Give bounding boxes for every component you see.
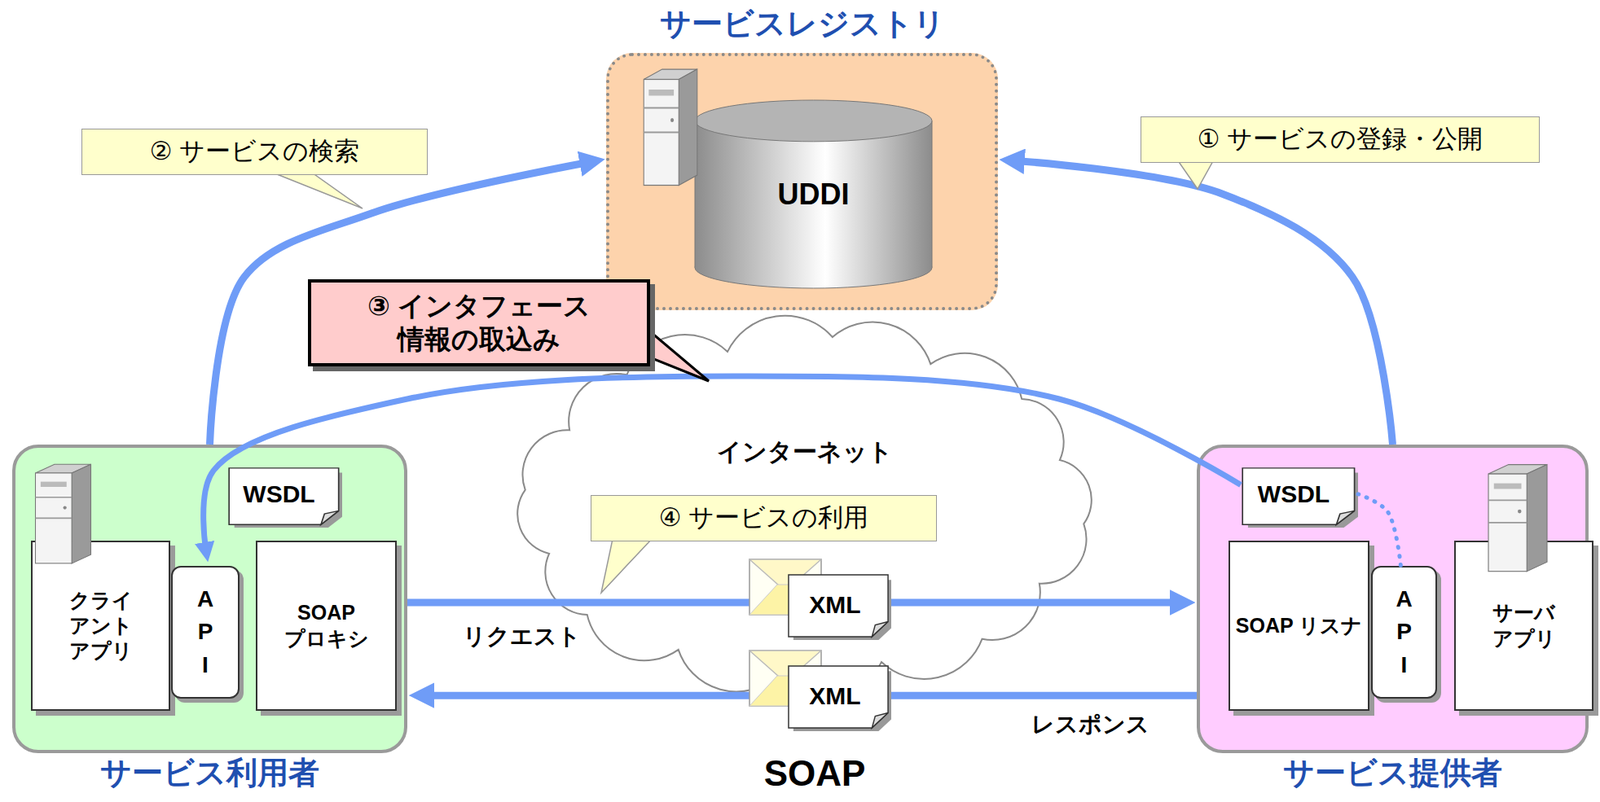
panel-heading: サービス提供者 [1283, 755, 1503, 793]
panel-heading: サービス利用者 [100, 755, 320, 793]
process-box: SOAP プロキシ [255, 540, 397, 712]
message-label: XML [808, 682, 861, 711]
step-callout: ② サービスの検索 [81, 128, 428, 176]
message-label: XML [808, 591, 861, 620]
provider-panel: サービス提供者WSDLSOAP リスナA P Iサーバ アプリ [1196, 444, 1589, 754]
consumer-panel: サービス利用者WSDLクライ アント アプリA P ISOAP プロキシ [12, 444, 408, 754]
node-text: A P I [193, 583, 217, 683]
wsdl-document: WSDL [227, 466, 343, 528]
protocol-label: SOAP [764, 753, 866, 795]
node-text: UDDI [778, 177, 850, 212]
node-text: WSDL [1257, 480, 1330, 509]
process-box: サーバ アプリ [1454, 540, 1594, 712]
node-text: SOAP リスナ [1230, 608, 1368, 644]
database-cylinder: UDDI [694, 100, 933, 289]
node-text: A P I [1393, 583, 1416, 683]
node-text: サーバ アプリ [1455, 595, 1592, 657]
node-text: WSDL [242, 480, 315, 509]
callout-tail [268, 171, 363, 209]
api-box: A P I [171, 566, 240, 699]
api-box: A P I [1371, 566, 1438, 699]
panel-heading: サービスレジストリ [659, 5, 946, 44]
process-box: クライ アント アプリ [30, 540, 171, 712]
node-text: インターネット [716, 435, 893, 470]
registry-panel: サービスレジストリUDDI [606, 52, 998, 311]
edge-label: リクエスト [462, 621, 581, 653]
wsdl-document: WSDL [1240, 466, 1359, 528]
edge-label: レスポンス [1031, 709, 1150, 741]
node-text: クライ アント アプリ [32, 583, 169, 670]
flow-arrow [1010, 160, 1394, 445]
process-box: SOAP リスナ [1228, 540, 1370, 712]
node-text: SOAP プロキシ [257, 595, 396, 657]
step-callout: ① サービスの登録・公開 [1140, 116, 1540, 163]
step-callout: ③ インタフェース 情報の取込み [307, 279, 651, 367]
callout-tail [1177, 159, 1214, 190]
step-callout: ④ サービスの利用 [590, 495, 937, 542]
